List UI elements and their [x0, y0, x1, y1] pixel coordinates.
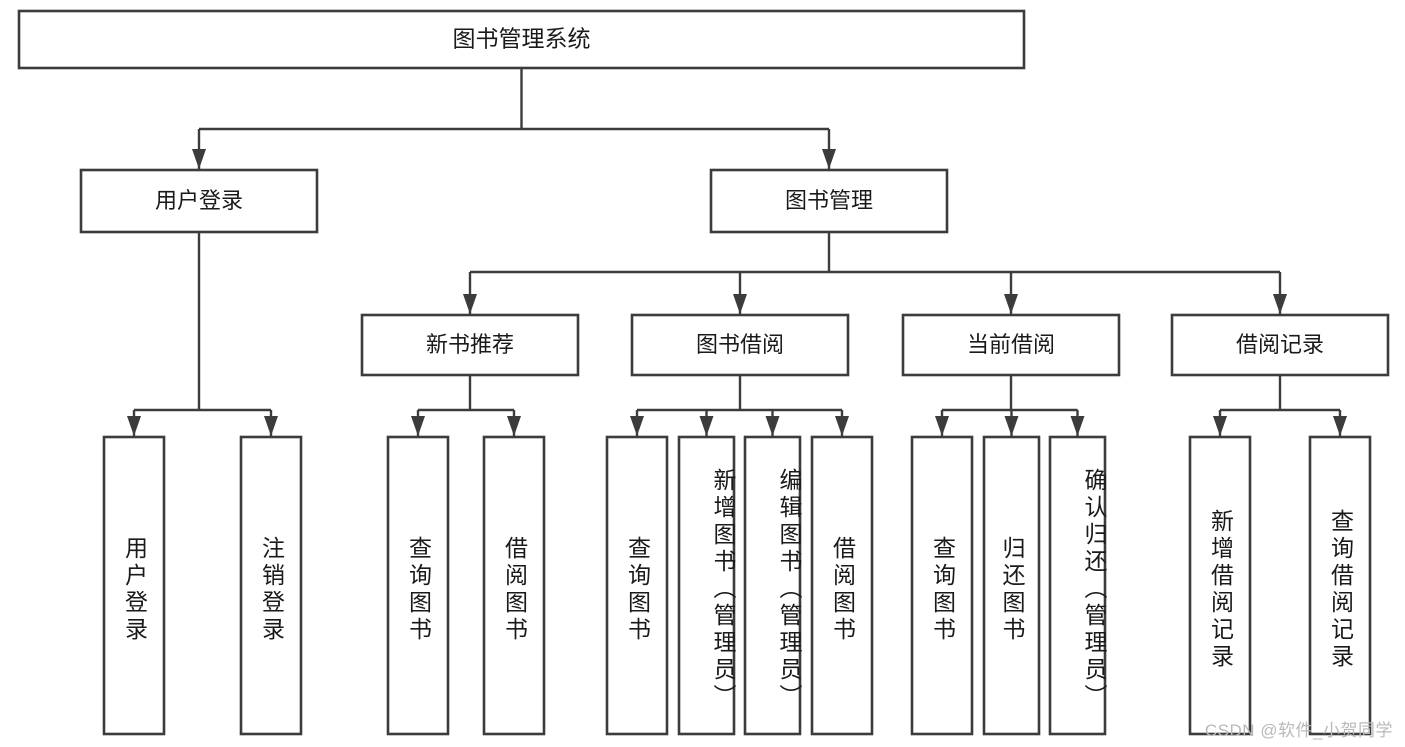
- node-level3-box-2[interactable]: [901, 313, 1121, 377]
- leaf-box-4[interactable]: [605, 435, 669, 736]
- leaf-box-5[interactable]: [677, 435, 736, 736]
- arrow-heads: [127, 149, 1347, 436]
- node-level3-box-3[interactable]: [1170, 313, 1390, 377]
- node-level3-box-1[interactable]: [630, 313, 850, 377]
- node-level3-label-0: 新书推荐: [426, 332, 514, 357]
- leaf-box-6[interactable]: [743, 435, 802, 736]
- leaf-box-9[interactable]: [982, 435, 1041, 736]
- leaf-box-10[interactable]: [1048, 435, 1107, 736]
- node-root-box[interactable]: [17, 9, 1026, 70]
- leaf-box-8[interactable]: [910, 435, 974, 736]
- node-level2-box-1[interactable]: [709, 168, 949, 234]
- leaf-box-2[interactable]: [386, 435, 450, 736]
- connector-lines: [132, 68, 1342, 436]
- watermark-text: CSDN @软件_小贺同学: [1204, 721, 1393, 740]
- leaf-box-12[interactable]: [1308, 435, 1372, 736]
- node-level3-label-1: 图书借阅: [696, 332, 784, 357]
- node-level3-label-2: 当前借阅: [967, 332, 1055, 357]
- leaf-box-11[interactable]: [1188, 435, 1252, 736]
- leaf-box-7[interactable]: [810, 435, 874, 736]
- node-level3-box-0[interactable]: [360, 313, 580, 377]
- node-level3-label-3: 借阅记录: [1236, 332, 1324, 357]
- node-level2-label-1: 图书管理: [785, 188, 873, 213]
- node-boxes: [17, 9, 1390, 736]
- leaf-box-3[interactable]: [482, 435, 546, 736]
- node-root-label: 图书管理系统: [453, 26, 591, 52]
- leaf-box-0[interactable]: [102, 435, 166, 736]
- node-level2-box-0[interactable]: [79, 168, 319, 234]
- leaf-box-1[interactable]: [239, 435, 303, 736]
- node-level2-label-0: 用户登录: [155, 188, 243, 213]
